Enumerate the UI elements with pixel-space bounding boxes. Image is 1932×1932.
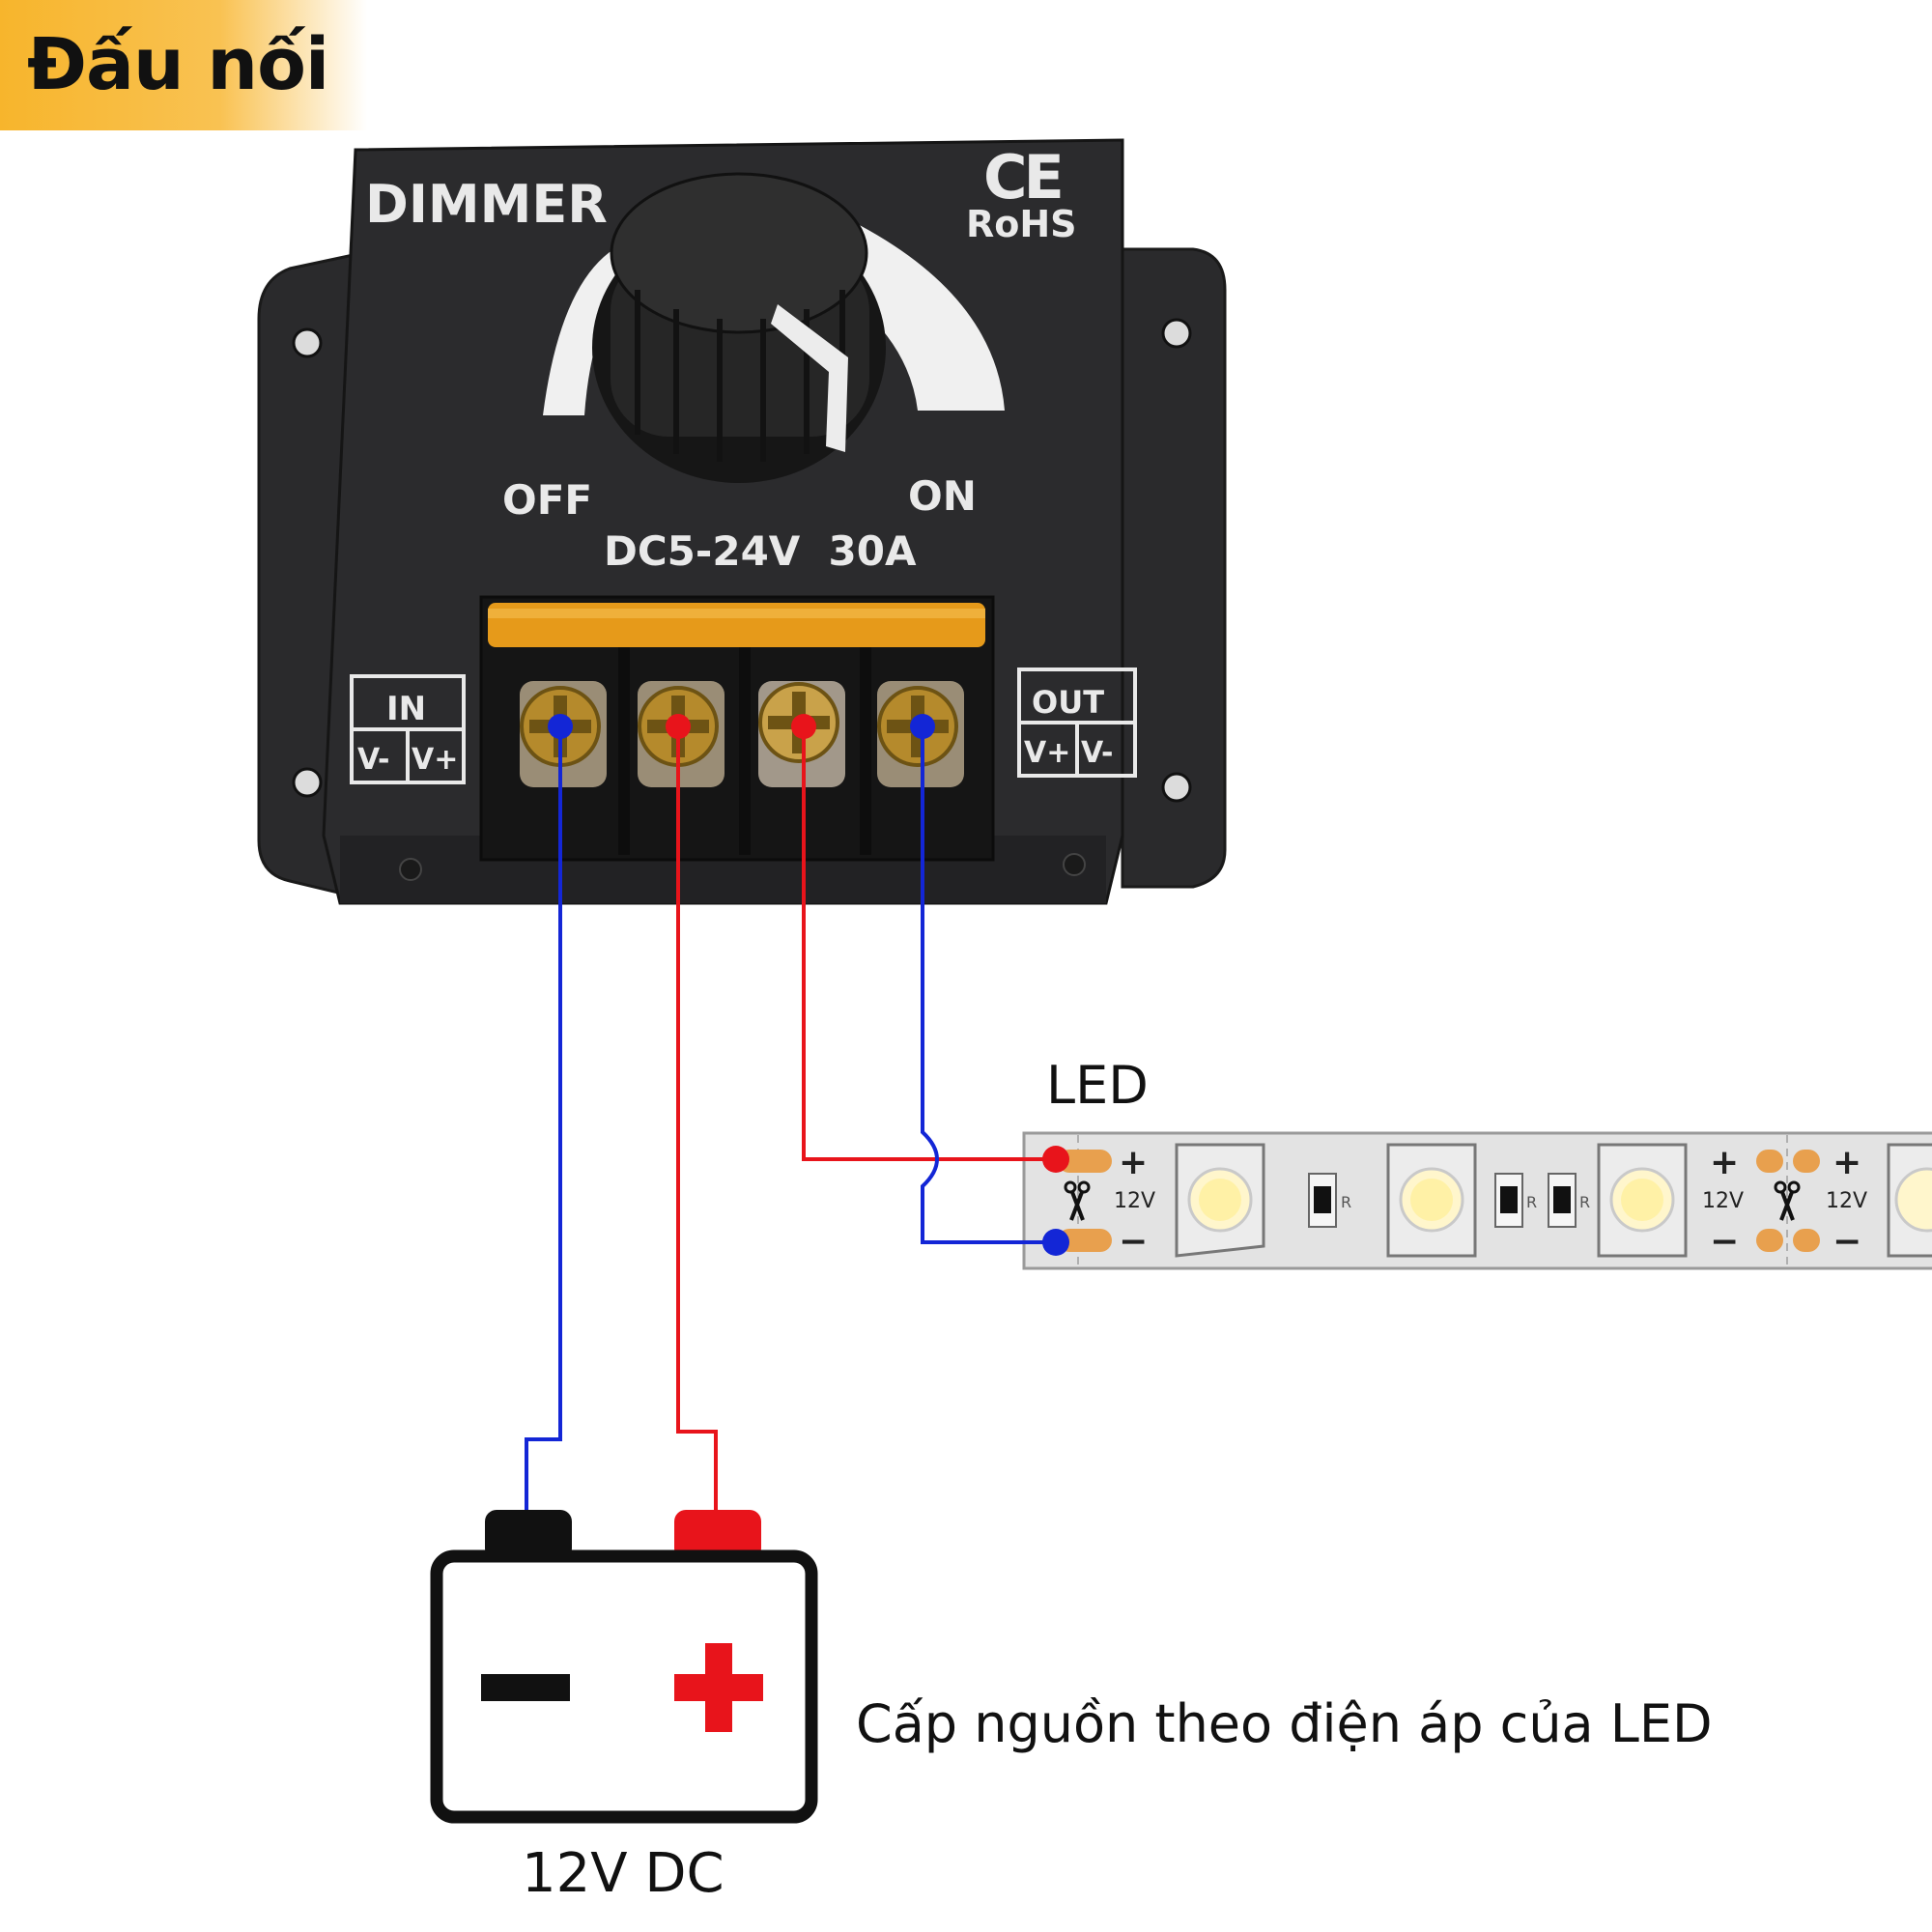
dot-led-negative [1042, 1229, 1069, 1256]
smd-led [1175, 1143, 1265, 1258]
knob-indicator [771, 304, 848, 452]
led-plus-label-1: + [1119, 1143, 1148, 1182]
smd-led [1386, 1143, 1477, 1258]
wire-input-negative [525, 726, 562, 1526]
out-label-block: OUT V+ V- [1017, 668, 1137, 778]
dot-out-negative [910, 714, 935, 739]
wire-output-negative [921, 726, 1056, 1244]
pad-plus-mid-b [1793, 1150, 1820, 1173]
resistor-label: R [1341, 1193, 1351, 1211]
pad-minus-left [1058, 1229, 1112, 1252]
battery-body [430, 1549, 818, 1824]
led-label: LED [1046, 1055, 1149, 1116]
rohs-mark: RoHS [966, 203, 1077, 245]
resistor: R [1308, 1173, 1351, 1228]
out-left: V+ [1024, 736, 1070, 770]
dial-arc-right [826, 214, 1005, 411]
pad-minus-mid-b [1793, 1229, 1820, 1252]
in-right: V+ [412, 743, 458, 777]
on-label: ON [908, 472, 977, 520]
battery-minus-icon [481, 1674, 570, 1701]
smd-led-partial [1887, 1143, 1932, 1258]
led-voltage-label-2: 12V [1702, 1189, 1744, 1213]
resistor-label: R [1579, 1193, 1590, 1211]
pad-plus-left [1058, 1150, 1112, 1173]
battery-label: 12V DC [522, 1842, 724, 1905]
wire-output-positive [802, 726, 1056, 1161]
mount-hole-left-bottom [292, 767, 323, 798]
dimmer-unit: DIMMER CE RoHS OFF ON DC5-24V 30A [257, 138, 1227, 905]
screw-right [1063, 853, 1086, 876]
page-title: Đấu nối [27, 23, 329, 106]
resistor: R [1548, 1173, 1590, 1228]
led-voltage-label-3: 12V [1826, 1189, 1867, 1213]
dimmer-right-flange [1121, 247, 1227, 889]
dimmer-name-label: DIMMER [365, 174, 608, 235]
battery [430, 1510, 818, 1824]
scissors-icon [1064, 1180, 1091, 1221]
screw-left [399, 858, 422, 881]
mount-hole-right-top [1161, 318, 1192, 349]
dot-out-positive [791, 714, 816, 739]
dot-led-positive [1042, 1146, 1069, 1173]
resistor-label: R [1526, 1193, 1537, 1211]
battery-plus-icon-v [705, 1643, 732, 1732]
title-badge: Đấu nối [0, 0, 367, 130]
ce-mark: CE [983, 142, 1061, 213]
dot-in-negative [548, 714, 573, 739]
dimmer-knob[interactable] [592, 172, 886, 483]
rating-label: DC5-24V 30A [604, 527, 917, 575]
wires [525, 726, 1056, 1526]
led-minus-label-2: − [1710, 1222, 1739, 1262]
led-plus-label-2: + [1710, 1143, 1739, 1182]
pad-minus-mid-a [1756, 1229, 1783, 1252]
scissors-icon [1774, 1180, 1801, 1221]
led-minus-label-1: − [1119, 1222, 1148, 1262]
resistor: R [1494, 1173, 1537, 1228]
out-right: V- [1081, 736, 1114, 770]
terminal-screw-in-positive [638, 681, 724, 787]
led-minus-label-3: − [1833, 1222, 1861, 1262]
out-title: OUT [1032, 684, 1104, 721]
smd-led [1597, 1143, 1688, 1258]
in-label-block: IN V- V+ [350, 674, 466, 784]
led-plus-label-3: + [1833, 1143, 1861, 1182]
dot-in-positive [666, 714, 691, 739]
wire-input-positive [676, 726, 718, 1526]
led-strip: + − 12V + − 12V + − 12V [1022, 1131, 1932, 1270]
mount-hole-right-bottom [1161, 772, 1192, 803]
in-title: IN [386, 690, 426, 728]
power-note: Cấp nguồn theo điện áp của LED [856, 1693, 1713, 1754]
pad-plus-mid-a [1756, 1150, 1783, 1173]
battery-negative-terminal [485, 1510, 572, 1560]
battery-positive-terminal [674, 1510, 761, 1560]
led-voltage-label-1: 12V [1114, 1189, 1155, 1213]
off-label: OFF [502, 476, 592, 524]
mount-hole-left-top [292, 327, 323, 358]
in-left: V- [357, 743, 390, 777]
